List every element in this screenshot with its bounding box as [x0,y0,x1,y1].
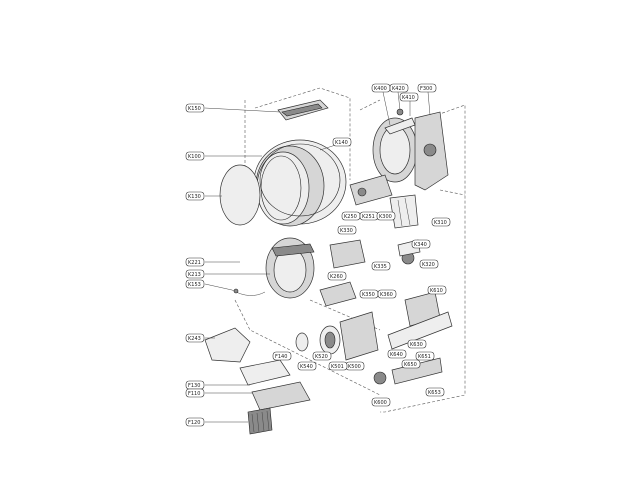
callout-f300: F300 [417,83,437,93]
callout-k260: K260 [327,271,347,281]
sensor-wire-part [231,288,266,296]
svg-text:K650: K650 [404,362,417,368]
svg-text:K300: K300 [379,214,392,220]
svg-text:K630: K630 [410,342,423,348]
svg-text:K400: K400 [374,86,387,92]
callout-k310: K310 [431,217,451,227]
callout-k360: K360 [377,289,397,299]
callout-k640: K640 [387,349,407,359]
svg-text:K350: K350 [362,292,375,298]
callout-k251: K251 [359,211,379,221]
callout-k140: K140 [332,137,352,147]
callout-k500: K500 [345,361,365,371]
svg-text:K320: K320 [422,262,435,268]
svg-text:F120: F120 [188,420,200,426]
callout-k350: K350 [359,289,379,299]
callout-k250: K250 [341,211,361,221]
svg-text:K140: K140 [335,140,348,146]
callout-k340: K340 [411,239,431,249]
svg-text:K540: K540 [300,364,313,370]
callout-k410: K410 [399,92,419,102]
svg-text:K335: K335 [374,264,387,270]
svg-text:K251: K251 [362,214,375,220]
callout-k651: K651 [415,351,435,361]
drum-gasket-part [219,164,261,226]
callout-k150: K150 [185,103,205,113]
front-panel-parts [204,327,311,435]
svg-text:K340: K340 [414,242,427,248]
callout-k420: K420 [389,83,409,93]
svg-text:K260: K260 [330,274,343,280]
callout-f140: F140 [272,351,292,361]
callout-f130: F130 [185,380,205,390]
callout-f110: F110 [185,388,205,398]
callout-k540: K540 [297,361,317,371]
svg-text:K610: K610 [430,288,443,294]
callout-k600: K600 [371,397,391,407]
svg-text:K221: K221 [188,260,201,266]
svg-text:K501: K501 [331,364,344,370]
callout-k130: K130 [185,191,205,201]
callout-k653: K653 [425,387,445,397]
callout-k330: K330 [337,225,357,235]
callout-k520: K520 [312,351,332,361]
svg-text:K330: K330 [340,228,353,234]
svg-text:K653: K653 [428,390,441,396]
callout-labels: K150 K100 K140 K130 K400 K420 K410 F300 … [185,83,451,427]
callout-k221: K221 [185,257,205,267]
callout-k610: K610 [427,285,447,295]
leader-lines [204,91,431,423]
svg-text:K520: K520 [315,354,328,360]
heater-assembly-part [349,174,419,229]
callout-k153: K153 [185,279,205,289]
svg-text:F110: F110 [188,391,200,397]
callout-k100: K100 [185,151,205,161]
svg-text:F140: F140 [275,354,287,360]
callout-k650: K650 [401,359,421,369]
svg-text:K410: K410 [402,95,415,101]
rear-bulkhead-part [372,108,449,191]
svg-text:K500: K500 [348,364,361,370]
motor-assembly-part [295,239,453,385]
svg-text:K651: K651 [418,354,431,360]
callout-k335: K335 [371,261,391,271]
filter-housing-part [277,99,329,121]
svg-text:K600: K600 [374,400,387,406]
callout-k300: K300 [376,211,396,221]
svg-text:K250: K250 [344,214,357,220]
callout-k320: K320 [419,259,439,269]
callout-k630: K630 [407,339,427,349]
svg-text:F130: F130 [188,383,200,389]
svg-text:K213: K213 [188,272,201,278]
svg-text:K310: K310 [434,220,447,226]
callout-k501: K501 [328,361,348,371]
callout-f120: F120 [185,417,205,427]
callout-k213: K213 [185,269,205,279]
svg-text:K100: K100 [188,154,201,160]
drum-part [253,139,347,227]
callout-k400: K400 [371,83,391,93]
svg-text:K150: K150 [188,106,201,112]
svg-text:K243: K243 [188,336,201,342]
front-bulkhead-part [265,237,315,299]
svg-text:K640: K640 [390,352,403,358]
svg-text:K360: K360 [380,292,393,298]
svg-text:K153: K153 [188,282,201,288]
callout-k243: K243 [185,333,205,343]
svg-text:F300: F300 [420,86,432,92]
svg-text:K130: K130 [188,194,201,200]
svg-text:K420: K420 [392,86,405,92]
